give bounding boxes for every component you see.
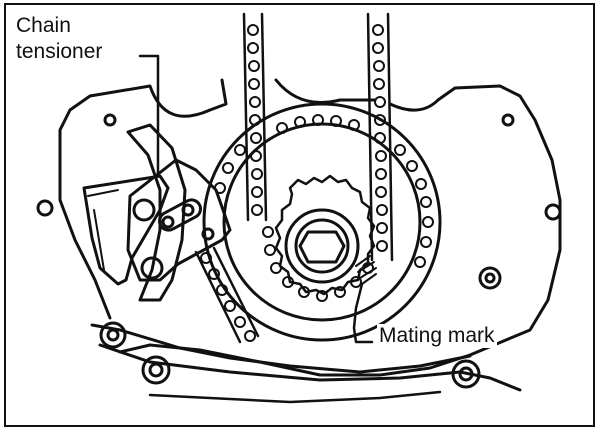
chain-tensioner (82, 174, 170, 286)
tensioner-leader-line (138, 54, 160, 178)
chain-tensioner-label-line2: tensioner (14, 40, 105, 64)
chain-links-cam-ring (214, 114, 434, 268)
crank-sprocket-teeth (274, 174, 376, 296)
lower-cover-edge (90, 323, 522, 392)
chain-tensioner-label-line1: Chain (14, 14, 73, 38)
tensioner-plate (126, 158, 232, 282)
chain-guide (126, 123, 187, 302)
chain-links-right (372, 24, 388, 252)
chain-links-crank-loop (262, 226, 374, 302)
crank-bolt-hex (298, 230, 346, 264)
diagram-frame (4, 3, 595, 427)
mating-mark-hatch (355, 255, 377, 285)
crank-hub-ring (284, 208, 360, 284)
timing-chain-right-run (366, 12, 394, 262)
cam-sprocket-outer (202, 102, 442, 342)
mating-mark-leader-line (352, 282, 374, 344)
chain-links-left (247, 24, 263, 216)
chain-links-slack-run (200, 252, 256, 342)
timing-chain-left-run (242, 12, 268, 222)
crank-hub-inner (294, 218, 350, 274)
slack-run-edges (194, 246, 260, 344)
engine-block-outline (58, 78, 562, 377)
bolt-bosses (36, 113, 562, 389)
mating-mark-label: Mating mark (377, 324, 497, 348)
lower-lip (148, 390, 442, 404)
